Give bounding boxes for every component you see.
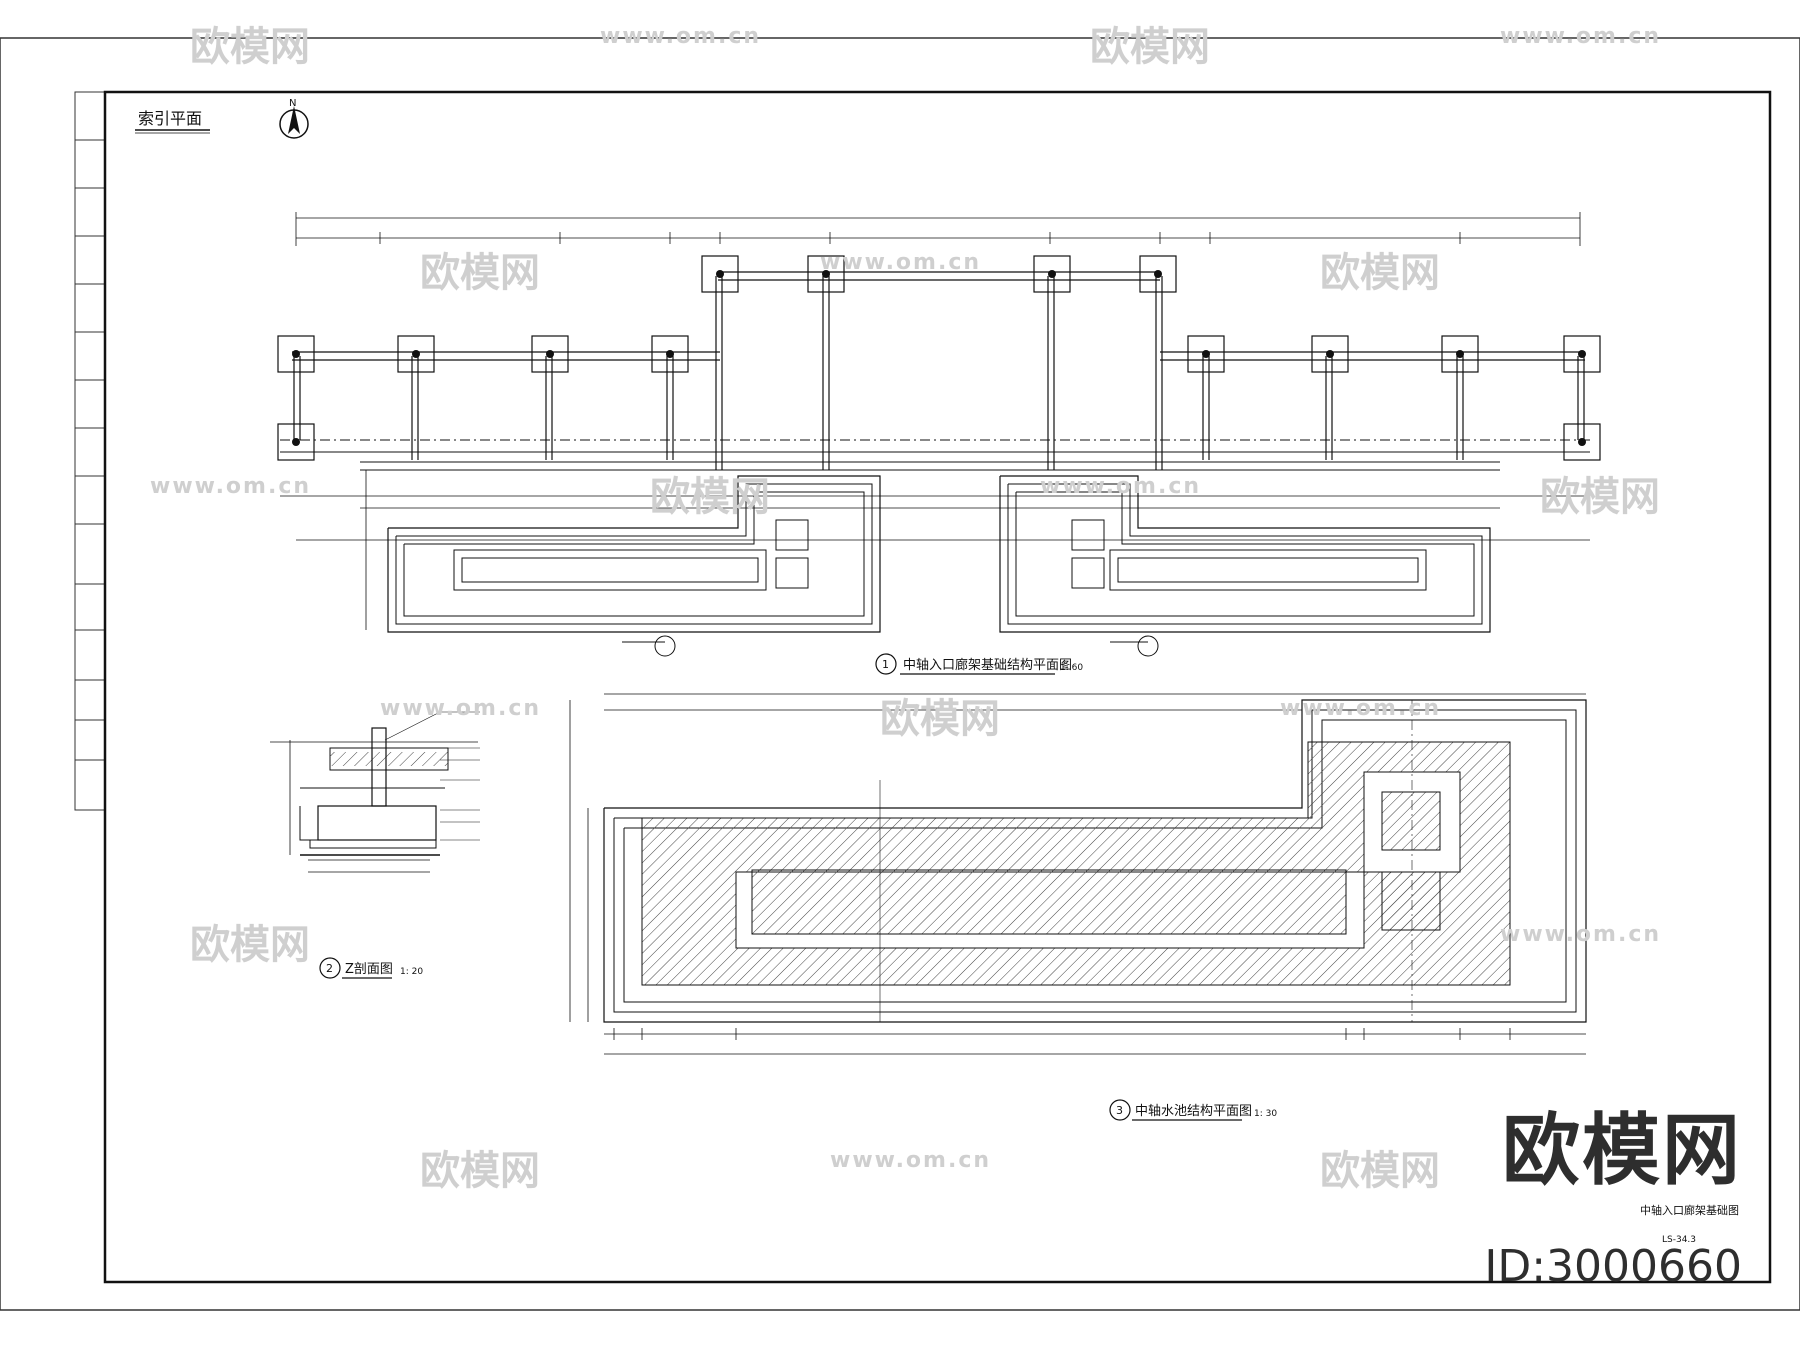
watermark-logo: 欧模网 — [190, 24, 310, 70]
watermark-logo: 欧模网 — [190, 922, 310, 968]
plan1-title: 中轴入口廊架基础结构平面图 — [903, 657, 1072, 673]
titleblock-name: 中轴入口廊架基础图 — [1640, 1203, 1739, 1217]
plan1-scale: 1: 60 — [1060, 663, 1083, 673]
inner-border — [103, 90, 1772, 1284]
watermark-logo: 欧模网 — [880, 696, 1000, 742]
watermark-logo: 欧模网 — [420, 250, 540, 296]
binding-strip — [74, 91, 106, 811]
z-section-detail — [270, 711, 480, 873]
svg-text:2: 2 — [326, 962, 333, 975]
watermark-url: www.om.cn — [1500, 24, 1662, 49]
north-arrow-icon: N — [279, 98, 309, 139]
plan1-title-group: 1 中轴入口廊架基础结构平面图 1: 60 — [875, 653, 1083, 675]
plan2-title: Z剖面图 — [345, 962, 393, 977]
svg-text:1: 1 — [882, 658, 889, 671]
watermark-url: www.om.cn — [1280, 696, 1442, 721]
svg-text:N: N — [289, 98, 296, 109]
watermark-url: www.om.cn — [150, 474, 312, 499]
watermark-url: www.om.cn — [820, 250, 982, 275]
index-title: 索引平面 — [138, 109, 202, 128]
watermark-url: www.om.cn — [380, 696, 542, 721]
watermark-logo: 欧模网 — [1320, 250, 1440, 296]
watermark-url: www.om.cn — [1500, 922, 1662, 947]
plan2-title-group: 2 Z剖面图 1: 20 — [319, 957, 423, 979]
brand-watermark: 欧模网 — [1501, 1106, 1742, 1196]
plan3-scale: 1: 30 — [1254, 1109, 1277, 1119]
watermark-url: www.om.cn — [830, 1148, 992, 1173]
watermark-logo: 欧模网 — [1320, 1148, 1440, 1194]
plan3-title: 中轴水池结构平面图 — [1135, 1104, 1252, 1119]
watermark-url: www.om.cn — [600, 24, 762, 49]
watermark-logo: 欧模网 — [1540, 474, 1660, 520]
model-id: ID:3000660 — [1484, 1241, 1742, 1292]
watermark-logo: 欧模网 — [420, 1148, 540, 1194]
watermark-url: www.om.cn — [1040, 474, 1202, 499]
titleblock-code: LS-34.3 — [1662, 1235, 1696, 1245]
outer-frame — [0, 37, 1800, 1311]
svg-text:3: 3 — [1116, 1104, 1123, 1117]
watermark-logo: 欧模网 — [1090, 24, 1210, 70]
pond-structure-plan — [569, 693, 1587, 1055]
plan3-title-group: 3 中轴水池结构平面图 1: 30 — [1109, 1099, 1277, 1121]
pergola-foundation-plan — [277, 212, 1601, 657]
watermark-logo: 欧模网 — [650, 474, 770, 520]
plan2-scale: 1: 20 — [400, 967, 423, 977]
